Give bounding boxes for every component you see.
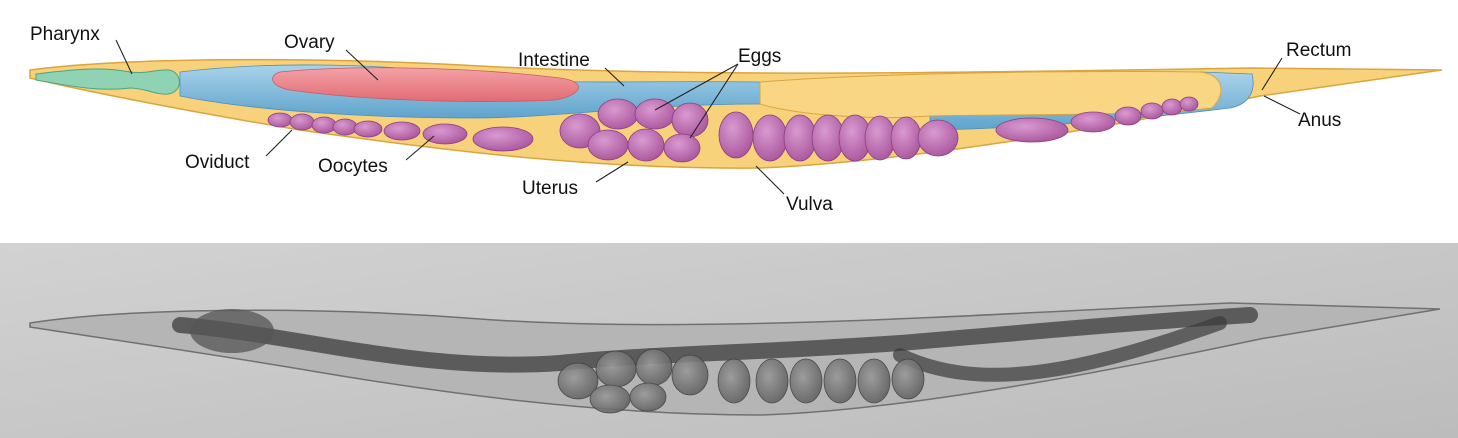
label-intestine: Intestine xyxy=(518,50,590,71)
label-rectum: Rectum xyxy=(1286,40,1351,61)
ovary xyxy=(272,67,579,102)
micrograph-pharynx xyxy=(190,309,274,353)
label-oocytes: Oocytes xyxy=(318,156,388,177)
label-eggs: Eggs xyxy=(738,46,781,67)
worm-anatomy-diagram: Pharynx Ovary Intestine Eggs Rectum Anus… xyxy=(29,24,1443,215)
micrograph-gut-lower xyxy=(893,316,1227,382)
label-oviduct: Oviduct xyxy=(185,152,250,173)
label-anus: Anus xyxy=(1298,110,1341,131)
label-ovary: Ovary xyxy=(284,32,335,53)
worm-micrograph xyxy=(0,243,1458,438)
leader-lines xyxy=(115,39,1301,195)
label-pharynx: Pharynx xyxy=(30,24,100,45)
eggs xyxy=(559,98,959,163)
micrograph-eggs xyxy=(557,348,925,414)
label-uterus: Uterus xyxy=(522,178,578,199)
pharynx xyxy=(35,68,180,95)
label-vulva: Vulva xyxy=(786,194,833,215)
posterior-oocytes xyxy=(995,96,1199,143)
micrograph-gut xyxy=(172,307,1258,373)
oocytes xyxy=(267,112,534,152)
